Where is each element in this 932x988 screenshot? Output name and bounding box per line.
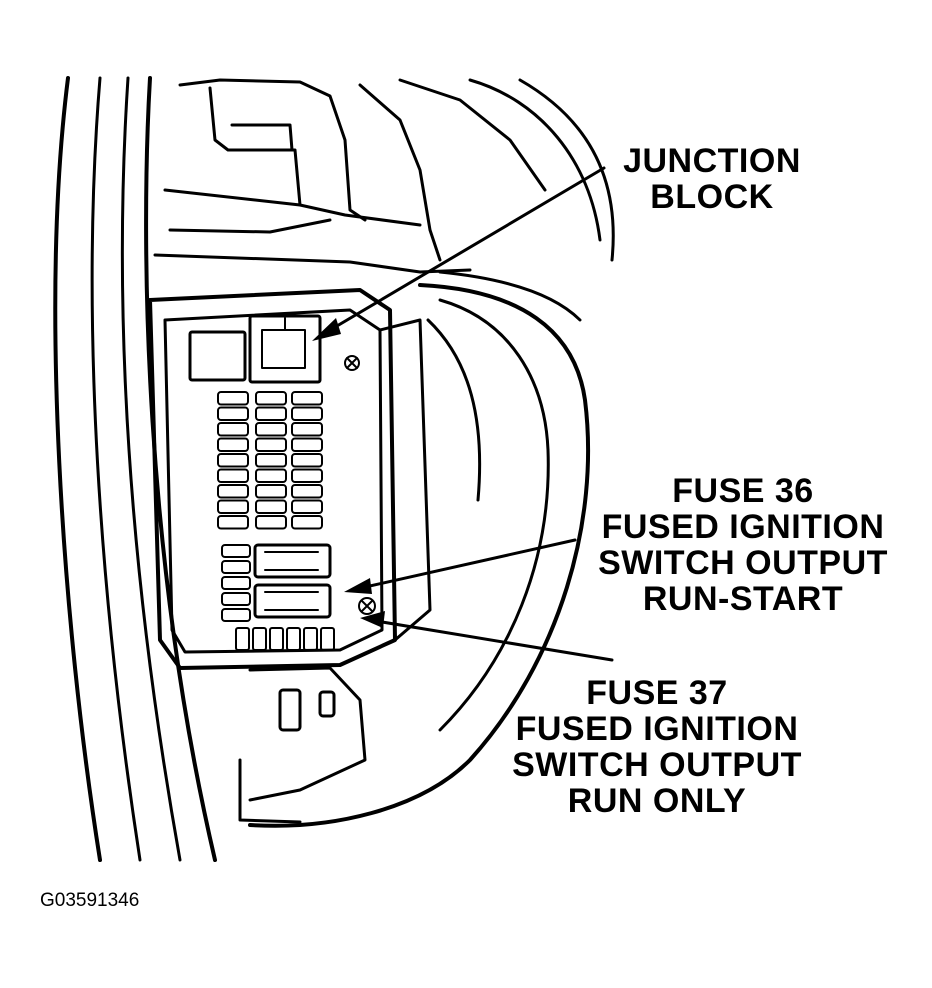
fuse-cell	[255, 391, 287, 406]
fuse-cell	[217, 468, 249, 483]
junction-block-label: JUNCTION BLOCK	[623, 142, 801, 216]
fuse-cell	[235, 627, 250, 651]
fuse-cell	[255, 499, 287, 514]
fuse-cell	[255, 484, 287, 499]
fuse-36-label-line-2: FUSED IGNITION	[602, 508, 885, 546]
trim-cover	[238, 283, 591, 828]
fuse-cell	[221, 592, 251, 606]
fuse-cell	[255, 406, 287, 421]
fuse-cell	[221, 560, 251, 574]
fuse-cell	[291, 468, 323, 483]
fuse-cell	[221, 608, 251, 622]
fuse-cell	[217, 499, 249, 514]
fuse-cell	[291, 406, 323, 421]
fuse-37-label: FUSE 37 FUSED IGNITION SWITCH OUTPUT RUN…	[512, 674, 802, 820]
upper-dash-structure	[153, 78, 615, 322]
relays	[253, 543, 332, 619]
junction-block-label-line-2: BLOCK	[650, 178, 773, 216]
fuse-cell	[255, 437, 287, 452]
fuse-cell	[269, 627, 284, 651]
dash-panel	[53, 76, 217, 862]
fuse-cell	[217, 515, 249, 530]
fuse-37-leader	[368, 618, 614, 662]
figure-id: G03591346	[40, 890, 139, 911]
fuse-cell	[255, 515, 287, 530]
fuse-cell	[286, 627, 301, 651]
fuse-grid	[217, 391, 335, 651]
fuse-36-label: FUSE 36 FUSED IGNITION SWITCH OUTPUT RUN…	[598, 472, 888, 618]
fuse-cell	[291, 437, 323, 452]
fuse-cell	[291, 422, 323, 437]
fuse-cell	[291, 499, 323, 514]
fuse-cell	[291, 515, 323, 530]
junction-block-arrowhead	[312, 318, 341, 341]
fuse-37-label-line-4: RUN ONLY	[568, 782, 746, 820]
fuse-cell	[320, 627, 335, 651]
fuse-cell	[291, 484, 323, 499]
fuse-37-label-line-2: FUSED IGNITION	[516, 710, 799, 748]
fuse-cell	[217, 391, 249, 406]
fuse-cell	[255, 468, 287, 483]
fuse-36-arrowhead	[344, 578, 372, 594]
junction-block-leader	[318, 166, 606, 338]
fuse-cell	[303, 627, 318, 651]
fuse-cell	[217, 437, 249, 452]
junction-block	[148, 288, 432, 670]
junction-block-label-line-1: JUNCTION	[623, 142, 801, 180]
fuse-36-label-line-1: FUSE 36	[672, 472, 813, 510]
fuse-cell	[252, 627, 267, 651]
fuse-cell	[221, 544, 251, 558]
leader-lines	[312, 166, 614, 662]
fuse-cell	[255, 422, 287, 437]
fuse-36-label-line-3: SWITCH OUTPUT	[598, 544, 888, 582]
fuse-cell	[217, 484, 249, 499]
fuse-cell	[217, 453, 249, 468]
fuse-cell	[291, 453, 323, 468]
fuse-36-label-line-4: RUN-START	[643, 580, 843, 618]
fuse-37-label-line-1: FUSE 37	[586, 674, 727, 712]
fuse-cell	[217, 422, 249, 437]
fuse-36-leader	[350, 538, 577, 592]
fuse-cell	[291, 391, 323, 406]
fuse-cell	[221, 576, 251, 590]
fuse-cell	[217, 406, 249, 421]
fuse-37-arrowhead	[360, 611, 385, 628]
fuse-cell	[255, 453, 287, 468]
fuse-37-label-line-3: SWITCH OUTPUT	[512, 746, 802, 784]
